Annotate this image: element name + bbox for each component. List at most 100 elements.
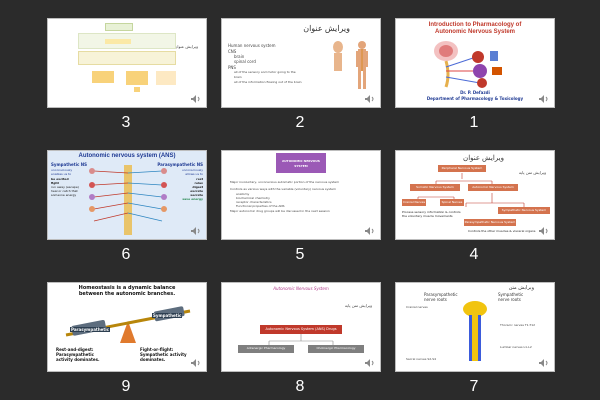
slide-2-bullet: spinal cord — [234, 59, 256, 64]
slide-8-right-box — [308, 345, 364, 353]
slide-2-heading: ویرایش عنوان — [303, 24, 350, 33]
slide-2[interactable]: ویرایش عنوان Human nervous system CNS br… — [221, 18, 381, 133]
speaker-icon — [191, 227, 200, 235]
slide-number: 3 — [121, 114, 131, 131]
slide-9-title-line1: Homeostasis is a dynamic balance — [78, 285, 176, 291]
slide-8-left-box-label: Adrenergic Pharmacology — [246, 346, 286, 350]
slide-8-connectors — [268, 334, 334, 345]
slide-9-right-label: Sympathetic — [152, 313, 183, 318]
slide-8[interactable]: Autonomic Nervous System ویرایش متن پایه… — [221, 282, 381, 397]
slide-5-bullet: Major autonomic drug groups will be disc… — [230, 209, 330, 213]
slide-number: 9 — [121, 378, 131, 395]
slide-2-bullet: brain — [234, 54, 245, 59]
speaker-icon — [365, 227, 374, 235]
slide-4-box-label: Parasympathetic Nervous System — [464, 220, 516, 224]
slide-8-center-box-label: Autonomic Nervous System (ANS) Drugs — [265, 327, 337, 331]
slide-7-annotation: Sacral nerves S2-S4 — [406, 357, 437, 361]
slide-4-box-label: Sympathetic Nervous System — [501, 208, 547, 212]
slide-9-left-caption: Parasympathetic — [56, 352, 95, 357]
slide-3-box — [156, 71, 176, 85]
slide-4-box — [410, 184, 460, 191]
slide-3-box — [92, 71, 114, 83]
slide-9-right-caption: dominates. — [140, 357, 166, 362]
slide-3[interactable]: ویرایش عنوان 3 — [47, 18, 207, 133]
slide-number: 1 — [469, 114, 479, 131]
slide-7-right-label: Sympathetic — [498, 292, 524, 297]
speaker-icon — [539, 95, 548, 103]
slide-7[interactable]: ویرایش متن Parasympathetic nerve roots S… — [395, 282, 555, 397]
slide-4-note: Process sensory information & controls — [402, 210, 461, 214]
slide-8-header: Autonomic Nervous System — [273, 286, 329, 291]
speaker-icon — [365, 359, 374, 367]
slide-6-right-item: allows us to — [185, 172, 203, 176]
slide-3-heading: ویرایش عنوان — [174, 44, 198, 49]
slide-6-right-item: unconsciously — [181, 168, 203, 172]
slide-6-right-item: secrete — [190, 193, 203, 197]
slide-9-left-caption: activity dominates. — [56, 357, 100, 362]
slide-2-bullet: all of the sensory and motor going to th… — [234, 70, 296, 74]
seesaw-image — [65, 306, 191, 343]
slide-6-right-item: digest — [192, 185, 203, 189]
spinal-cord-image — [463, 301, 487, 361]
ans-diagram-image — [434, 41, 502, 88]
slide-4[interactable]: ویرایش عنوان ویرایش متن پایه Peripheral … — [395, 150, 555, 265]
speaker-icon — [539, 359, 548, 367]
slide-6-right-head: Parasympathetic NS — [157, 162, 203, 167]
slide-1-title-line2: Autonomic Nervous System — [434, 29, 516, 35]
slide-4-box — [440, 199, 464, 206]
speaker-icon — [365, 95, 374, 103]
slide-5-banner-box — [276, 153, 326, 173]
slide-7-thumbnail[interactable]: ویرایش متن Parasympathetic nerve roots S… — [395, 282, 555, 372]
slide-3-thumbnail[interactable]: ویرایش عنوان — [47, 18, 207, 108]
slide-4-box-label: Cranial Nerves — [402, 200, 426, 204]
slide-6-left-item: heal or catch that — [51, 189, 78, 193]
slide-9-thumbnail[interactable]: Homeostasis is a dynamic balance between… — [47, 282, 207, 372]
slide-6-left-item: unconsciously — [51, 168, 73, 172]
slide-6-left-item: enables us to — [51, 172, 72, 176]
anatomy-figure-image — [333, 41, 368, 89]
slide-1-thumbnail[interactable]: Introduction to Pharmacology of Autonomi… — [395, 18, 555, 108]
slide-1[interactable]: Introduction to Pharmacology of Autonomi… — [395, 18, 555, 133]
slide-4-box-label: Peripheral Nervous System — [441, 166, 483, 170]
slide-6-left-item: someone energy — [51, 193, 77, 197]
slide-7-left-label: Parasympathetic — [424, 292, 458, 297]
slide-6-right-item: relax — [194, 181, 203, 185]
slide-8-subheading: ویرایش متن پایه — [344, 303, 372, 308]
slide-5-thumbnail[interactable]: AUTONOMIC NERVOUS SYSTEM Major involunta… — [221, 150, 381, 240]
slide-7-left-label2: nerve roots — [424, 297, 447, 302]
slide-7-right-label2: nerve roots — [498, 297, 521, 302]
slide-5[interactable]: AUTONOMIC NERVOUS SYSTEM Major involunta… — [221, 150, 381, 265]
slide-7-annotation: Lumbar nerves L1-L2 — [500, 345, 532, 349]
slide-3-box — [78, 51, 176, 65]
slide-6[interactable]: Autonomic nervous system (ANS) Sympathet… — [47, 150, 207, 265]
slide-3-box — [134, 87, 140, 92]
slide-7-annotation: Cranial nerves — [406, 305, 428, 309]
slide-5-bullet: Controls as various ways with the variab… — [230, 187, 336, 191]
slide-5-bullet: biochemical chemistry — [236, 196, 270, 200]
slide-2-bullet: Human nervous system — [228, 43, 276, 48]
slide-9[interactable]: Homeostasis is a dynamic balance between… — [47, 282, 207, 397]
slide-1-author: Dr. P. Defazdi — [460, 90, 490, 95]
slide-2-bullet: all of the information flowing out of th… — [234, 80, 302, 84]
slide-4-box-label: Spinal Nerves — [441, 200, 463, 204]
slide-4-box — [468, 184, 518, 191]
slide-8-thumbnail[interactable]: Autonomic Nervous System ویرایش متن پایه… — [221, 282, 381, 372]
slide-5-bullet: Major involuntary, unconscious automatic… — [230, 180, 340, 184]
slide-4-box-label: Autonomic Nervous System — [472, 185, 514, 189]
slide-6-left-item: be excited — [51, 177, 69, 181]
slide-number: 2 — [295, 114, 305, 131]
slide-9-right-caption: Sympathetic activity — [140, 352, 187, 357]
slide-4-subheading: ویرایش متن پایه — [518, 170, 546, 175]
slide-4-thumbnail[interactable]: ویرایش عنوان ویرایش متن پایه Peripheral … — [395, 150, 555, 240]
slide-2-bullet: PNS — [228, 65, 236, 70]
slide-7-heading: ویرایش متن — [508, 285, 534, 291]
slide-9-title-line2: between the autonomic branches. — [78, 291, 176, 297]
ans-body-diagram-image — [89, 165, 167, 235]
slide-4-box — [402, 199, 426, 206]
slide-6-left-item: fight — [51, 181, 59, 185]
slide-4-note: the voluntary muscle movements — [402, 214, 453, 218]
slide-6-thumbnail[interactable]: Autonomic nervous system (ANS) Sympathet… — [47, 150, 207, 240]
speaker-icon — [191, 95, 200, 103]
slide-2-thumbnail[interactable]: ویرایش عنوان Human nervous system CNS br… — [221, 18, 381, 108]
